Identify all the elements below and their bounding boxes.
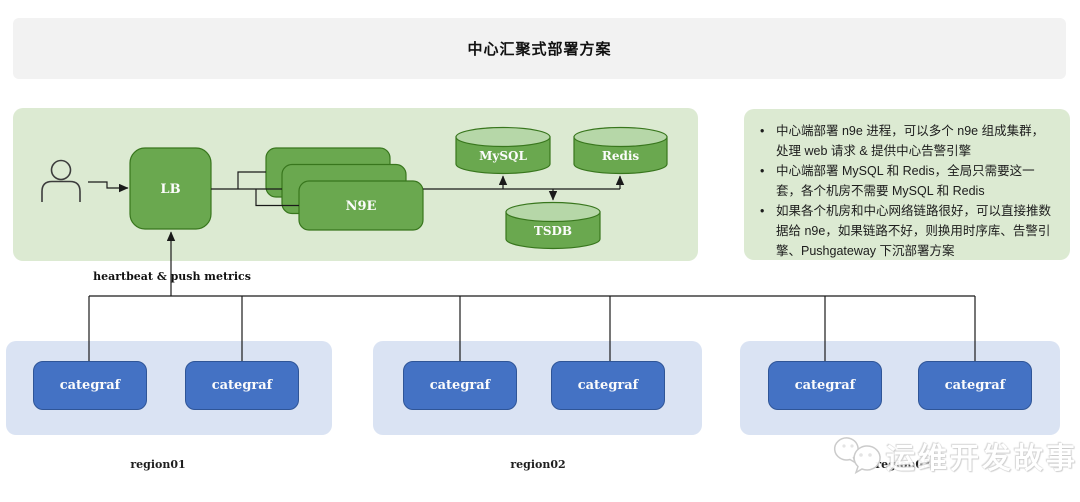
- region-label-1: region01: [130, 458, 186, 471]
- categraf-node: categraf: [403, 361, 517, 410]
- center-cluster-panel: [13, 108, 698, 261]
- watermark: 运维开发故事: [828, 430, 1078, 482]
- notes-panel: 中心端部署 n9e 进程，可以多个 n9e 组成集群，处理 web 请求 & 提…: [744, 109, 1070, 260]
- page-title: 中心汇聚式部署方案: [467, 40, 612, 58]
- note-item: 中心端部署 MySQL 和 Redis，全局只需要这一套，各个机房不需要 MyS…: [754, 161, 1056, 201]
- note-item: 如果各个机房和中心网络链路很好，可以直接推数据给 n9e，如果链路不好，则换用时…: [754, 201, 1056, 261]
- note-item: 中心端部署 n9e 进程，可以多个 n9e 组成集群，处理 web 请求 & 提…: [754, 121, 1056, 161]
- watermark-text: 运维开发故事: [886, 441, 1079, 475]
- wechat-icon: [833, 437, 881, 475]
- categraf-node: categraf: [33, 361, 147, 410]
- categraf-node: categraf: [768, 361, 882, 410]
- categraf-node: categraf: [185, 361, 299, 410]
- heartbeat-edge-label: heartbeat & push metrics: [93, 270, 251, 283]
- region-label-2: region02: [510, 458, 566, 471]
- notes-list: 中心端部署 n9e 进程，可以多个 n9e 组成集群，处理 web 请求 & 提…: [754, 121, 1056, 261]
- region-label-3: region03: [875, 458, 931, 471]
- categraf-node: categraf: [551, 361, 665, 410]
- categraf-node: categraf: [918, 361, 1032, 410]
- diagram-title-bar: 中心汇聚式部署方案: [13, 18, 1066, 79]
